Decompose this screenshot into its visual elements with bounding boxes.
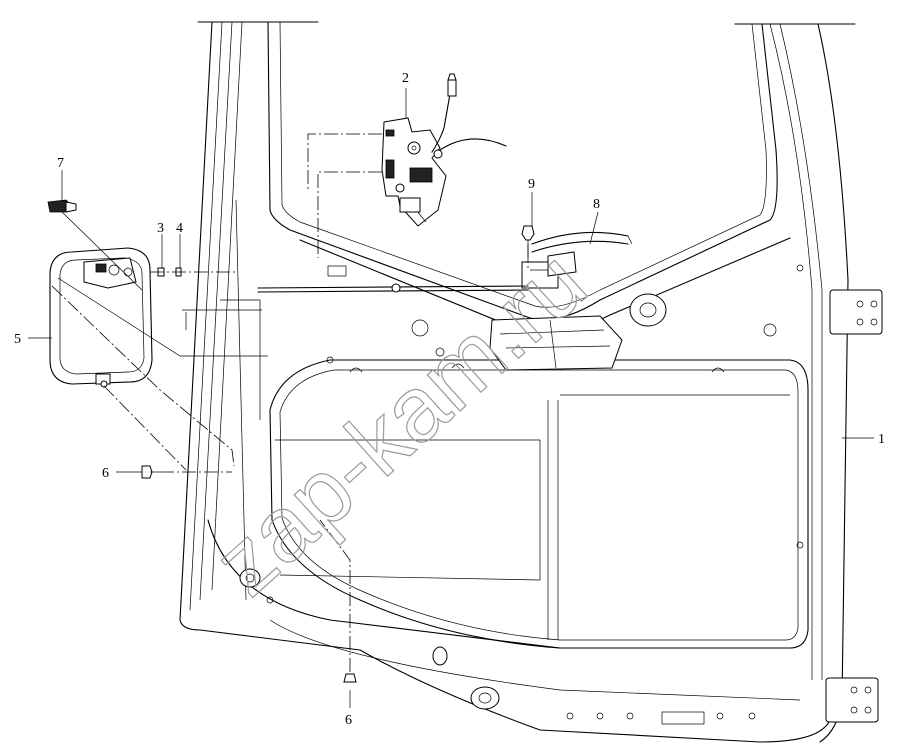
callout-1: 1	[878, 432, 885, 447]
door-lock	[381, 73, 507, 227]
callout-4: 4	[176, 221, 183, 236]
glass-run	[531, 231, 633, 277]
callout-labels: 1 2 3 4 5 6 6 7 8 9	[14, 71, 885, 728]
assembly-lines	[51, 133, 529, 672]
control-rod	[257, 283, 529, 293]
callout-6-bottom: 6	[345, 713, 352, 728]
callout-3: 3	[157, 221, 164, 236]
lock-cylinder	[47, 199, 77, 213]
callout-7: 7	[57, 156, 64, 171]
callout-8: 8	[593, 197, 600, 212]
callout-5: 5	[14, 332, 21, 347]
door-panel	[179, 21, 883, 743]
leader-lines	[28, 88, 874, 708]
callout-2: 2	[402, 71, 409, 86]
callout-6-left: 6	[102, 466, 109, 481]
outside-handle	[49, 247, 153, 388]
callout-9: 9	[528, 177, 535, 192]
